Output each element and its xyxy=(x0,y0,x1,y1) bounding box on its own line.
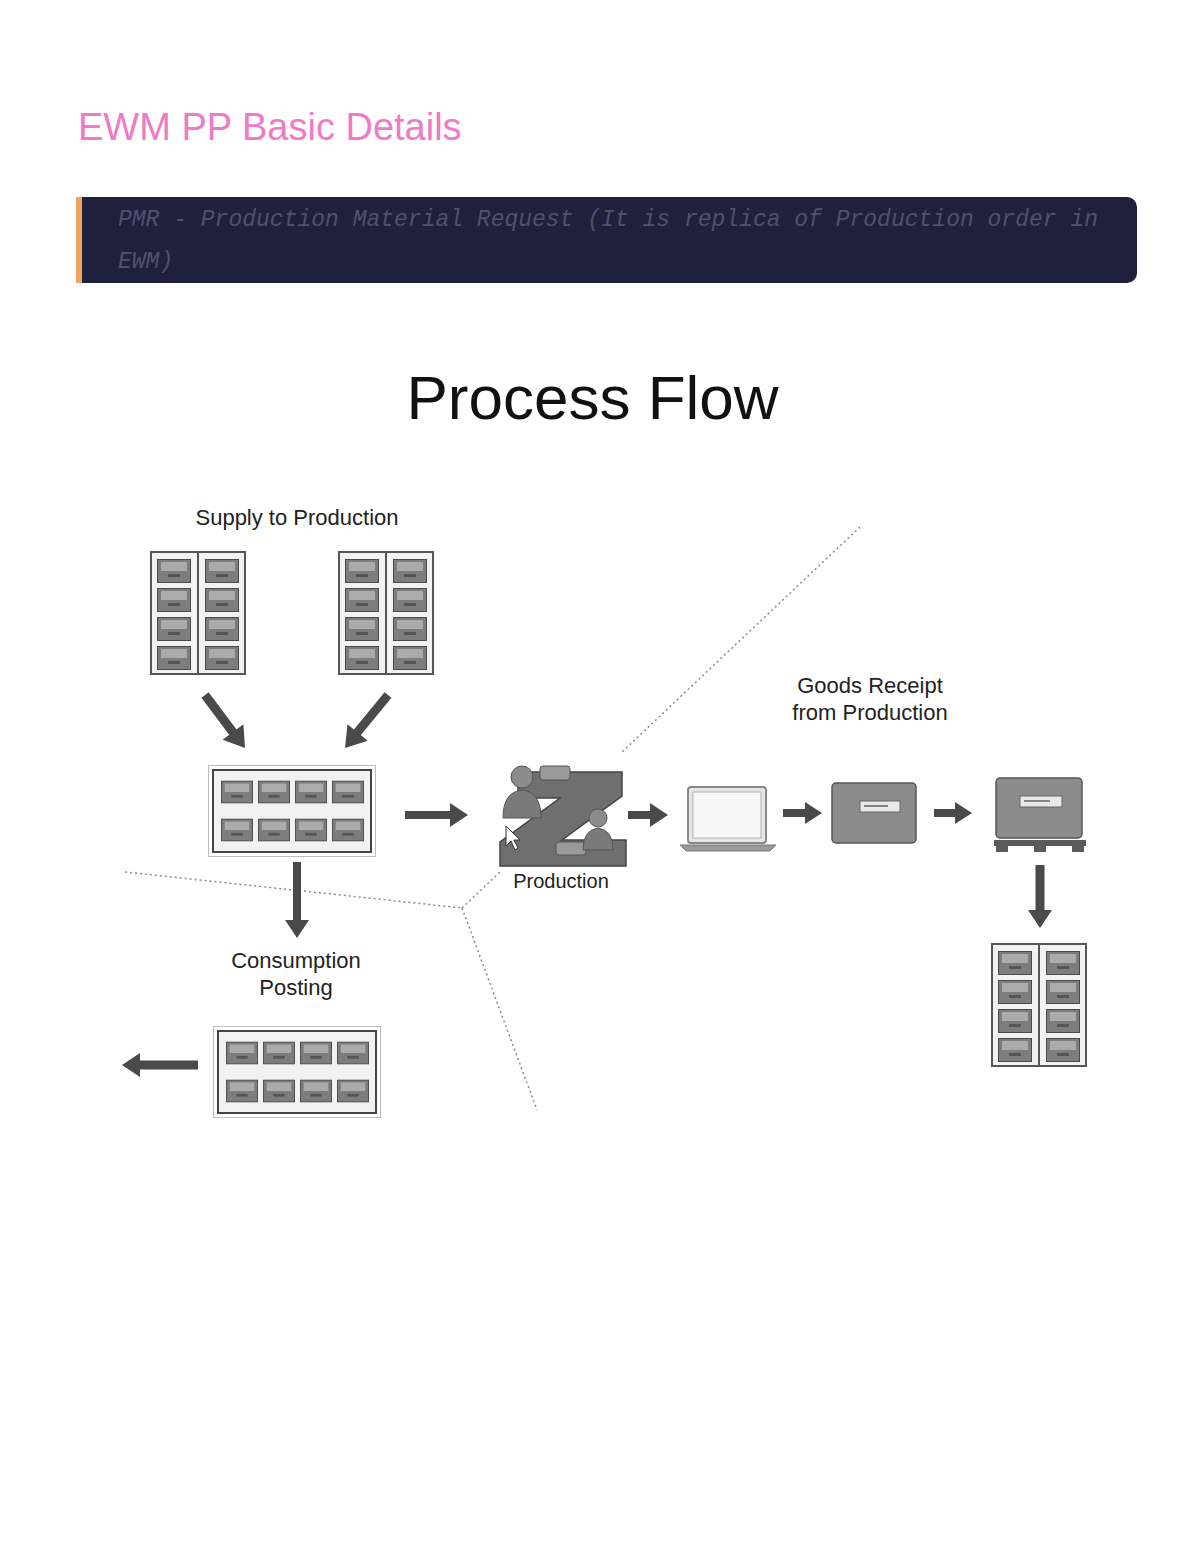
storage-rack xyxy=(339,552,433,674)
laptop-icon xyxy=(680,787,776,851)
box-label xyxy=(1020,796,1062,807)
flow-connector xyxy=(285,862,309,938)
arrow-head xyxy=(650,803,668,827)
dotted-line xyxy=(125,872,462,908)
box-body xyxy=(996,778,1082,838)
zone-divider xyxy=(125,527,860,1110)
dotted-line xyxy=(462,872,500,908)
flow-connector xyxy=(628,803,668,827)
arrow-shaft xyxy=(356,695,388,734)
dotted-line xyxy=(462,908,537,1110)
pallet-foot xyxy=(1072,846,1084,852)
box-label xyxy=(860,801,900,812)
page-title: EWM PP Basic Details xyxy=(78,104,462,150)
arrow-head xyxy=(955,802,972,824)
node-heading: Consumption Posting xyxy=(211,947,381,1001)
node-heading: Supply to Production xyxy=(147,504,447,531)
arrow-head xyxy=(345,724,368,748)
staging-bin xyxy=(209,766,376,857)
person-head xyxy=(589,809,607,827)
laptop-screen xyxy=(688,787,766,843)
laptop-display xyxy=(693,792,761,838)
box-label-line xyxy=(1024,800,1050,802)
arrow-head xyxy=(122,1053,140,1077)
device xyxy=(540,766,570,780)
note-box: PMR - Production Material Request (It is… xyxy=(76,197,1137,283)
arrow-head xyxy=(450,803,468,827)
flow-step: Supply to Production xyxy=(145,500,405,862)
storage-rack xyxy=(151,552,245,674)
node-heading: PMR - Production Material Request (It is… xyxy=(118,199,1118,283)
arrow-head xyxy=(223,724,245,748)
arrow-head xyxy=(1028,910,1052,928)
mouse-cursor xyxy=(506,826,520,850)
flow-connector xyxy=(405,803,468,827)
arrow-shaft xyxy=(205,695,235,735)
laptop-base xyxy=(680,845,776,851)
flow-step: Goods Receipt from Production xyxy=(668,668,1093,1070)
person-body xyxy=(583,828,613,850)
flow-step: Consumption Posting xyxy=(210,938,385,1120)
consumption-bin xyxy=(214,1027,381,1118)
person-body xyxy=(503,790,541,818)
arrow-head xyxy=(805,802,822,824)
arrow-shaft xyxy=(293,862,301,922)
box-body xyxy=(832,783,916,843)
arrow-shaft xyxy=(934,809,958,817)
pallet-foot xyxy=(1034,846,1046,852)
production-icon xyxy=(500,766,626,866)
node-heading: Production xyxy=(468,868,654,894)
arrow-shaft xyxy=(138,1061,198,1070)
arrow-shaft xyxy=(783,809,808,817)
pallet-box xyxy=(994,778,1086,852)
flow-arrows xyxy=(122,695,1052,1077)
flow-step: Production xyxy=(468,755,628,900)
arrow-head xyxy=(285,920,309,938)
arrow-shaft xyxy=(628,811,652,819)
node-heading: Goods Receipt from Production xyxy=(780,672,960,726)
device xyxy=(556,842,586,855)
storage-rack xyxy=(992,944,1086,1066)
arrow-shaft xyxy=(405,811,452,819)
pallet-top xyxy=(994,840,1086,846)
box-label-line xyxy=(864,805,888,807)
arrow-shaft xyxy=(1036,865,1045,912)
pallet-foot xyxy=(996,846,1008,852)
product-box xyxy=(832,783,916,843)
section-heading: Process Flow xyxy=(0,358,1185,438)
person-head xyxy=(511,766,533,788)
